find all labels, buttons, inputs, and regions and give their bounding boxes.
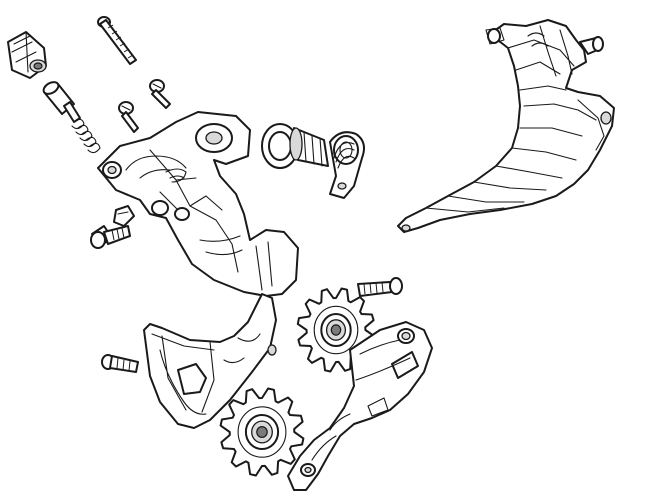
cage-screw <box>101 354 139 373</box>
pulley-hub-ring <box>237 406 287 458</box>
inner-cage-plate <box>287 321 433 491</box>
mounting-bushing <box>261 123 299 169</box>
return-spring <box>71 118 101 154</box>
h-limit-screw <box>118 101 139 133</box>
pulley-hub-ring <box>256 426 268 439</box>
pivot-bolt <box>289 127 329 167</box>
pulley-hub-ring <box>313 305 359 355</box>
lower-pulley-wheel <box>219 387 305 477</box>
cable-anchor-bolt <box>90 205 135 249</box>
cable-stop <box>42 81 81 123</box>
pulley-hub-ring <box>330 324 342 336</box>
pulley-bolt <box>357 277 403 297</box>
derailleur-hanger <box>329 131 365 199</box>
front-derailleur <box>397 19 615 233</box>
limit-screw-long <box>97 16 137 65</box>
b-screw <box>149 79 171 109</box>
barrel-adjuster <box>7 31 47 79</box>
derailleur-upper-body <box>97 111 299 297</box>
outer-cage-plate <box>143 293 277 429</box>
